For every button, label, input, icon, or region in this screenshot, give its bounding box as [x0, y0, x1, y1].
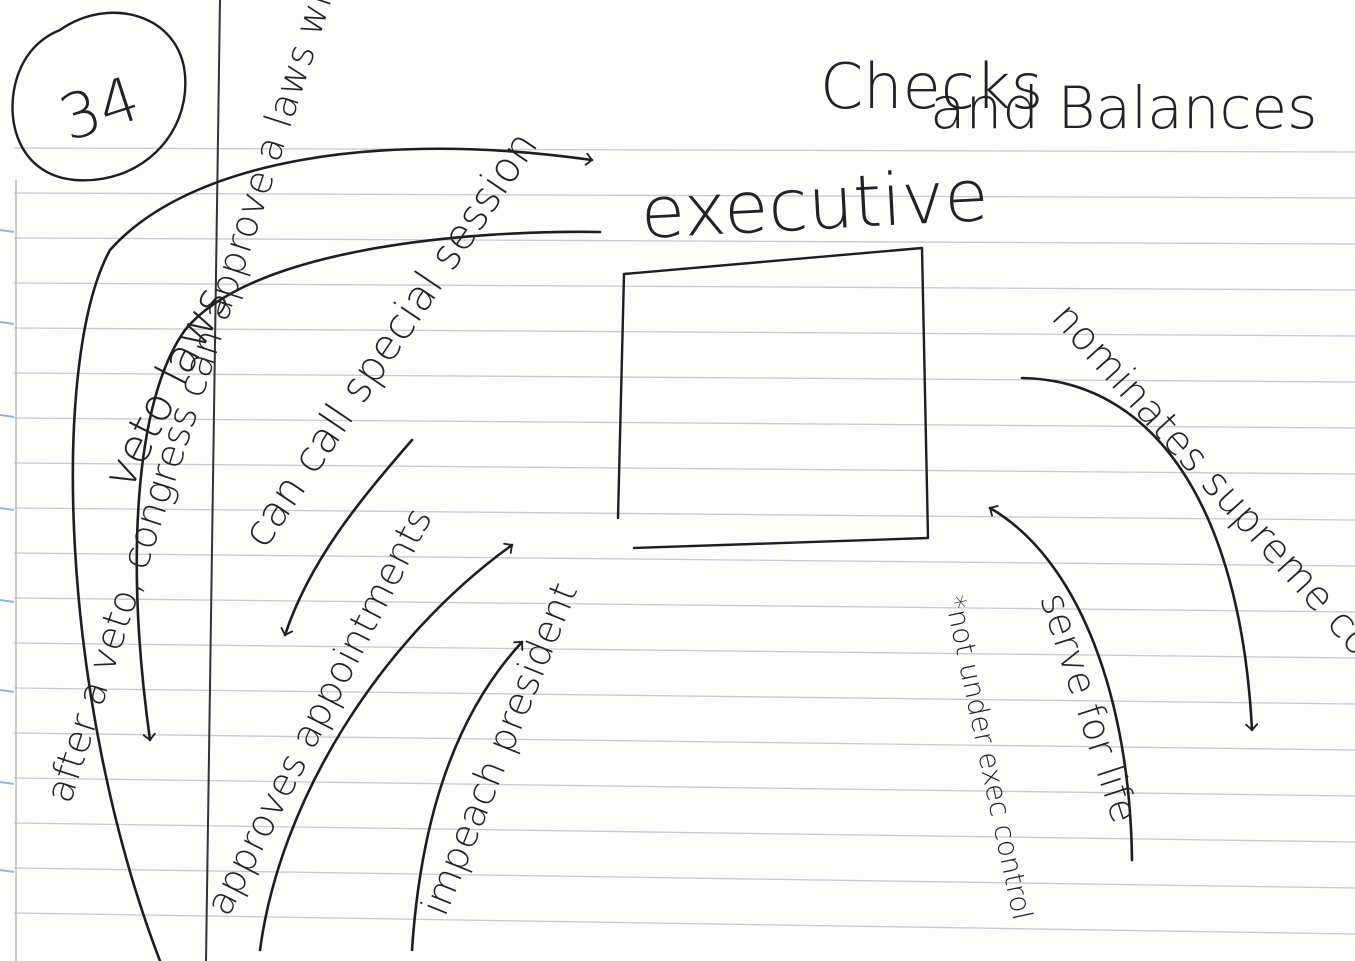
executive-label: executive [638, 153, 990, 255]
diagram-arrows [71, 147, 1259, 961]
special-session-arrow [280, 438, 414, 637]
page-number-circle [11, 11, 187, 182]
page-number: 34 [51, 62, 149, 156]
veto-arrow [135, 230, 602, 742]
binder-ticks [0, 229, 15, 873]
title-line-2: and Balances [930, 74, 1317, 142]
impeach-label: impeach president [413, 576, 587, 921]
title-line-1: Checks [820, 50, 1043, 123]
ruled-lines [13, 147, 1355, 935]
margin-line [205, 0, 221, 961]
serve-for-life-arrow [988, 505, 1134, 862]
nominates-arrow [1020, 376, 1259, 732]
appointments-arrow [258, 542, 514, 952]
override-arrow [71, 147, 594, 961]
impeach-arrow [410, 640, 524, 952]
not-under-label: *not under exec control [938, 593, 1039, 923]
executive-box [616, 246, 930, 550]
